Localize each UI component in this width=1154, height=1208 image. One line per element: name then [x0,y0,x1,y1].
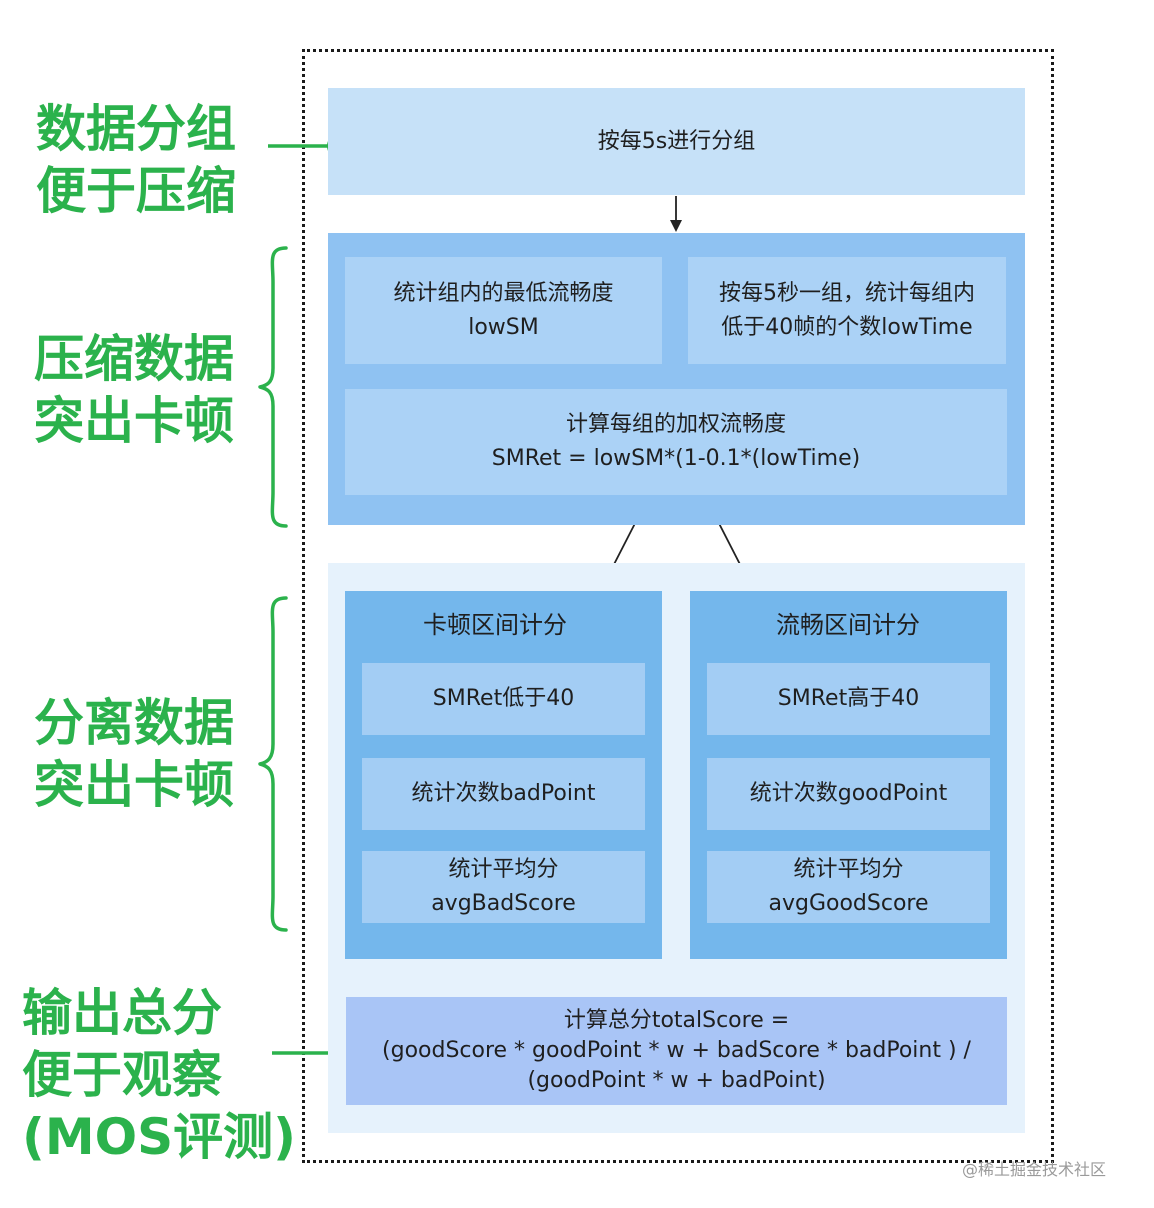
low-sm-line1: 统计组内的最低流畅度 [393,280,614,306]
low-time-line2: 低于40帧的个数lowTime [721,314,973,340]
smret-line2: SMRet = lowSM*(1-0.1*(lowTime) [491,446,861,471]
low-sm-line2: lowSM [468,314,539,340]
good-condition-box: SMRet高于40 [707,663,990,735]
total-score-line1: 计算总分totalScore = [563,1008,790,1033]
good-column-title: 流畅区间计分 [776,611,920,639]
label-separate: 分离数据 突出卡顿 [34,692,234,816]
label-output-line2: 便于观察 [22,1046,222,1104]
total-score-line3: (goodPoint * w + badPoint) [527,1068,826,1093]
arrowhead-stage1 [670,220,682,232]
dotted-frame [302,49,1054,1163]
good-count-text: 统计次数goodPoint [749,781,948,806]
low-sm-box: 统计组内的最低流畅度 lowSM [345,257,662,364]
low-time-line1: 按每5秒一组，统计每组内 [719,280,975,306]
bad-avg-box: 统计平均分 avgBadScore [362,851,645,923]
bad-condition-box: SMRet低于40 [362,663,645,735]
label-output: 输出总分 便于观察 (MOS评测) [22,982,296,1168]
good-condition-text: SMRet高于40 [777,686,920,711]
good-avg-box: 统计平均分 avgGoodScore [707,851,990,923]
label-separate-line2: 突出卡顿 [34,756,234,814]
label-group: 数据分组 便于压缩 [36,98,236,222]
low-time-box: 按每5秒一组，统计每组内 低于40帧的个数lowTime [688,257,1006,364]
label-output-line3: (MOS评测) [22,1108,296,1166]
good-avg-line1: 统计平均分 [793,857,904,882]
smret-line1: 计算每组的加权流畅度 [565,412,786,437]
bad-avg-line2: avgBadScore [431,891,576,916]
watermark: @稀土掘金技术社区 [962,1160,1107,1179]
total-score-box: 计算总分totalScore = (goodScore * goodPoint … [346,997,1007,1105]
label-group-line2: 便于压缩 [36,162,236,220]
bad-column-title: 卡顿区间计分 [423,611,567,639]
bad-count-text: 统计次数badPoint [411,781,596,806]
total-score-line2: (goodScore * goodPoint * w + badScore * … [382,1038,971,1063]
brace-compress [258,246,288,528]
bad-condition-text: SMRet低于40 [432,686,575,711]
smret-box: 计算每组的加权流畅度 SMRet = lowSM*(1-0.1*(lowTime… [345,389,1007,495]
label-compress-line2: 突出卡顿 [34,392,234,450]
good-count-box: 统计次数goodPoint [707,758,990,830]
label-output-line1: 输出总分 [22,984,222,1042]
label-separate-line1: 分离数据 [34,694,234,752]
stage-group-box: 按每5s进行分组 [328,88,1025,195]
brace-separate [258,596,288,932]
label-compress-line1: 压缩数据 [34,330,234,388]
bad-avg-line1: 统计平均分 [448,857,559,882]
label-compress: 压缩数据 突出卡顿 [34,328,234,452]
bad-count-box: 统计次数badPoint [362,758,645,830]
good-avg-line2: avgGoodScore [768,891,929,916]
label-group-line1: 数据分组 [36,100,236,158]
stage-group-text: 按每5s进行分组 [597,128,756,154]
